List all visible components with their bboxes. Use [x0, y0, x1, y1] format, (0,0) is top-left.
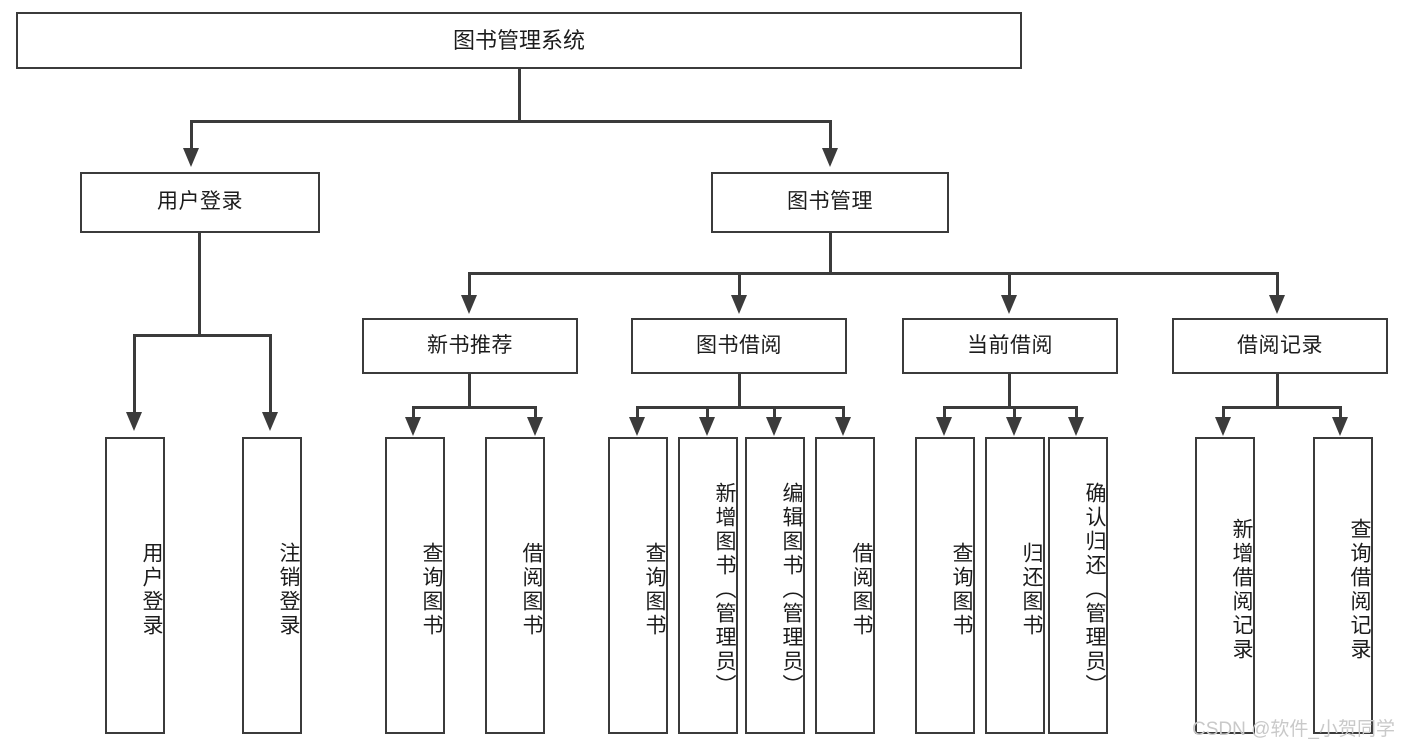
leaf-borrow-record-1-label: 新增借阅记录 [1230, 517, 1253, 662]
node-user-login-label: 用户登录 [157, 190, 243, 214]
node-book-manage-label: 图书管理 [787, 190, 873, 214]
leaf-new-book-1-label: 查询图书 [420, 541, 443, 638]
node-book-borrow-label: 图书借阅 [696, 333, 782, 357]
leaf-book-borrow-4-label: 借阅图书 [850, 541, 873, 638]
arrowhead-book-borrow-leaf-4 [835, 417, 851, 436]
leaf-user-login-2-label: 注销登录 [277, 541, 300, 638]
connector-book-borrow-to-leaf-4 [842, 406, 845, 419]
leaf-current-borrow-3-label: 确认归还（管理员） [1083, 481, 1106, 698]
arrowhead-new-book-leaf-1 [405, 417, 421, 436]
arrowhead-root-to-user-login [183, 148, 199, 167]
leaf-book-borrow-2-label: 新增图书（管理员） [713, 481, 736, 698]
connector-book-borrow-to-leaf-1 [636, 406, 639, 419]
node-current-borrow[interactable]: 当前借阅 [902, 318, 1118, 374]
connector-book-borrow-to-leaf-3 [773, 406, 776, 419]
leaf-borrow-record-1[interactable]: 新增借阅记录 [1195, 437, 1255, 734]
connector-new-book-to-leaf-2 [534, 406, 537, 419]
connector-current-borrow-bus [943, 406, 1077, 409]
leaf-book-borrow-1[interactable]: 查询图书 [608, 437, 668, 734]
connector-current-borrow-stem [1008, 374, 1011, 408]
leaf-user-login-1[interactable]: 用户登录 [105, 437, 165, 734]
leaf-book-borrow-3[interactable]: 编辑图书（管理员） [745, 437, 805, 734]
leaf-new-book-1[interactable]: 查询图书 [385, 437, 445, 734]
leaf-current-borrow-2-label: 归还图书 [1020, 541, 1043, 638]
connector-borrow-record-to-leaf-1 [1222, 406, 1225, 419]
connector-book-manage-to-current-borrow [1008, 272, 1011, 297]
arrowhead-book-borrow-leaf-2 [699, 417, 715, 436]
arrowhead-user-login-leaf-2 [262, 412, 278, 431]
connector-user-login-to-leaf-2 [269, 334, 272, 414]
connector-book-borrow-bus [636, 406, 845, 409]
arrowhead-current-borrow-leaf-3 [1068, 417, 1084, 436]
leaf-book-borrow-1-label: 查询图书 [643, 541, 666, 638]
connector-book-manage-bus [468, 272, 1279, 275]
connector-borrow-record-stem [1276, 374, 1279, 408]
node-root-system-label: 图书管理系统 [452, 27, 585, 53]
connector-current-borrow-to-leaf-3 [1075, 406, 1078, 419]
arrowhead-borrow-record-leaf-1 [1215, 417, 1231, 436]
arrowhead-new-book-leaf-2 [527, 417, 543, 436]
connector-root-stem [518, 69, 521, 122]
leaf-current-borrow-1-label: 查询图书 [950, 541, 973, 638]
connector-new-book-to-leaf-1 [412, 406, 415, 419]
connector-user-login-to-leaf-1 [133, 334, 136, 414]
node-borrow-record[interactable]: 借阅记录 [1172, 318, 1388, 374]
arrowhead-borrow-record-leaf-2 [1332, 417, 1348, 436]
leaf-book-borrow-3-label: 编辑图书（管理员） [780, 481, 803, 698]
connector-root-bus [190, 120, 832, 123]
node-user-login[interactable]: 用户登录 [80, 172, 320, 233]
leaf-current-borrow-3[interactable]: 确认归还（管理员） [1048, 437, 1108, 734]
arrowhead-current-borrow-leaf-1 [936, 417, 952, 436]
connector-book-manage-to-new-book [468, 272, 471, 297]
connector-new-book-stem [468, 374, 471, 408]
connector-borrow-record-bus [1222, 406, 1342, 409]
leaf-borrow-record-2-label: 查询借阅记录 [1348, 517, 1371, 662]
connector-current-borrow-to-leaf-1 [943, 406, 946, 419]
connector-book-manage-to-borrow-record [1276, 272, 1279, 297]
leaf-current-borrow-1[interactable]: 查询图书 [915, 437, 975, 734]
arrowhead-current-borrow-leaf-2 [1006, 417, 1022, 436]
connector-book-manage-to-book-borrow [738, 272, 741, 297]
leaf-borrow-record-2[interactable]: 查询借阅记录 [1313, 437, 1373, 734]
connector-book-borrow-to-leaf-2 [706, 406, 709, 419]
connector-book-manage-stem [829, 233, 832, 274]
arrowhead-book-borrow-leaf-3 [766, 417, 782, 436]
arrowhead-book-manage-current-borrow [1001, 295, 1017, 314]
connector-root-to-book-manage [829, 120, 832, 150]
arrowhead-book-borrow-leaf-1 [629, 417, 645, 436]
node-book-borrow[interactable]: 图书借阅 [631, 318, 847, 374]
arrowhead-user-login-leaf-1 [126, 412, 142, 431]
connector-current-borrow-to-leaf-2 [1013, 406, 1016, 419]
arrowhead-book-manage-book-borrow [731, 295, 747, 314]
leaf-user-login-1-label: 用户登录 [140, 541, 163, 638]
connector-user-login-stem [198, 233, 201, 336]
node-book-manage[interactable]: 图书管理 [711, 172, 949, 233]
node-new-book-recommend[interactable]: 新书推荐 [362, 318, 578, 374]
leaf-book-borrow-2[interactable]: 新增图书（管理员） [678, 437, 738, 734]
connector-new-book-bus [412, 406, 537, 409]
arrowhead-book-manage-new-book [461, 295, 477, 314]
node-borrow-record-label: 借阅记录 [1237, 333, 1323, 357]
node-new-book-recommend-label: 新书推荐 [427, 333, 513, 357]
leaf-new-book-2[interactable]: 借阅图书 [485, 437, 545, 734]
node-current-borrow-label: 当前借阅 [967, 333, 1053, 357]
leaf-new-book-2-label: 借阅图书 [520, 541, 543, 638]
leaf-book-borrow-4[interactable]: 借阅图书 [815, 437, 875, 734]
arrowhead-root-to-book-manage [822, 148, 838, 167]
leaf-current-borrow-2[interactable]: 归还图书 [985, 437, 1045, 734]
node-root-system[interactable]: 图书管理系统 [16, 12, 1022, 69]
connector-borrow-record-to-leaf-2 [1339, 406, 1342, 419]
leaf-user-login-2[interactable]: 注销登录 [242, 437, 302, 734]
connector-root-to-user-login [190, 120, 193, 150]
connector-book-borrow-stem [738, 374, 741, 408]
connector-user-login-bus [133, 334, 272, 337]
arrowhead-book-manage-borrow-record [1269, 295, 1285, 314]
